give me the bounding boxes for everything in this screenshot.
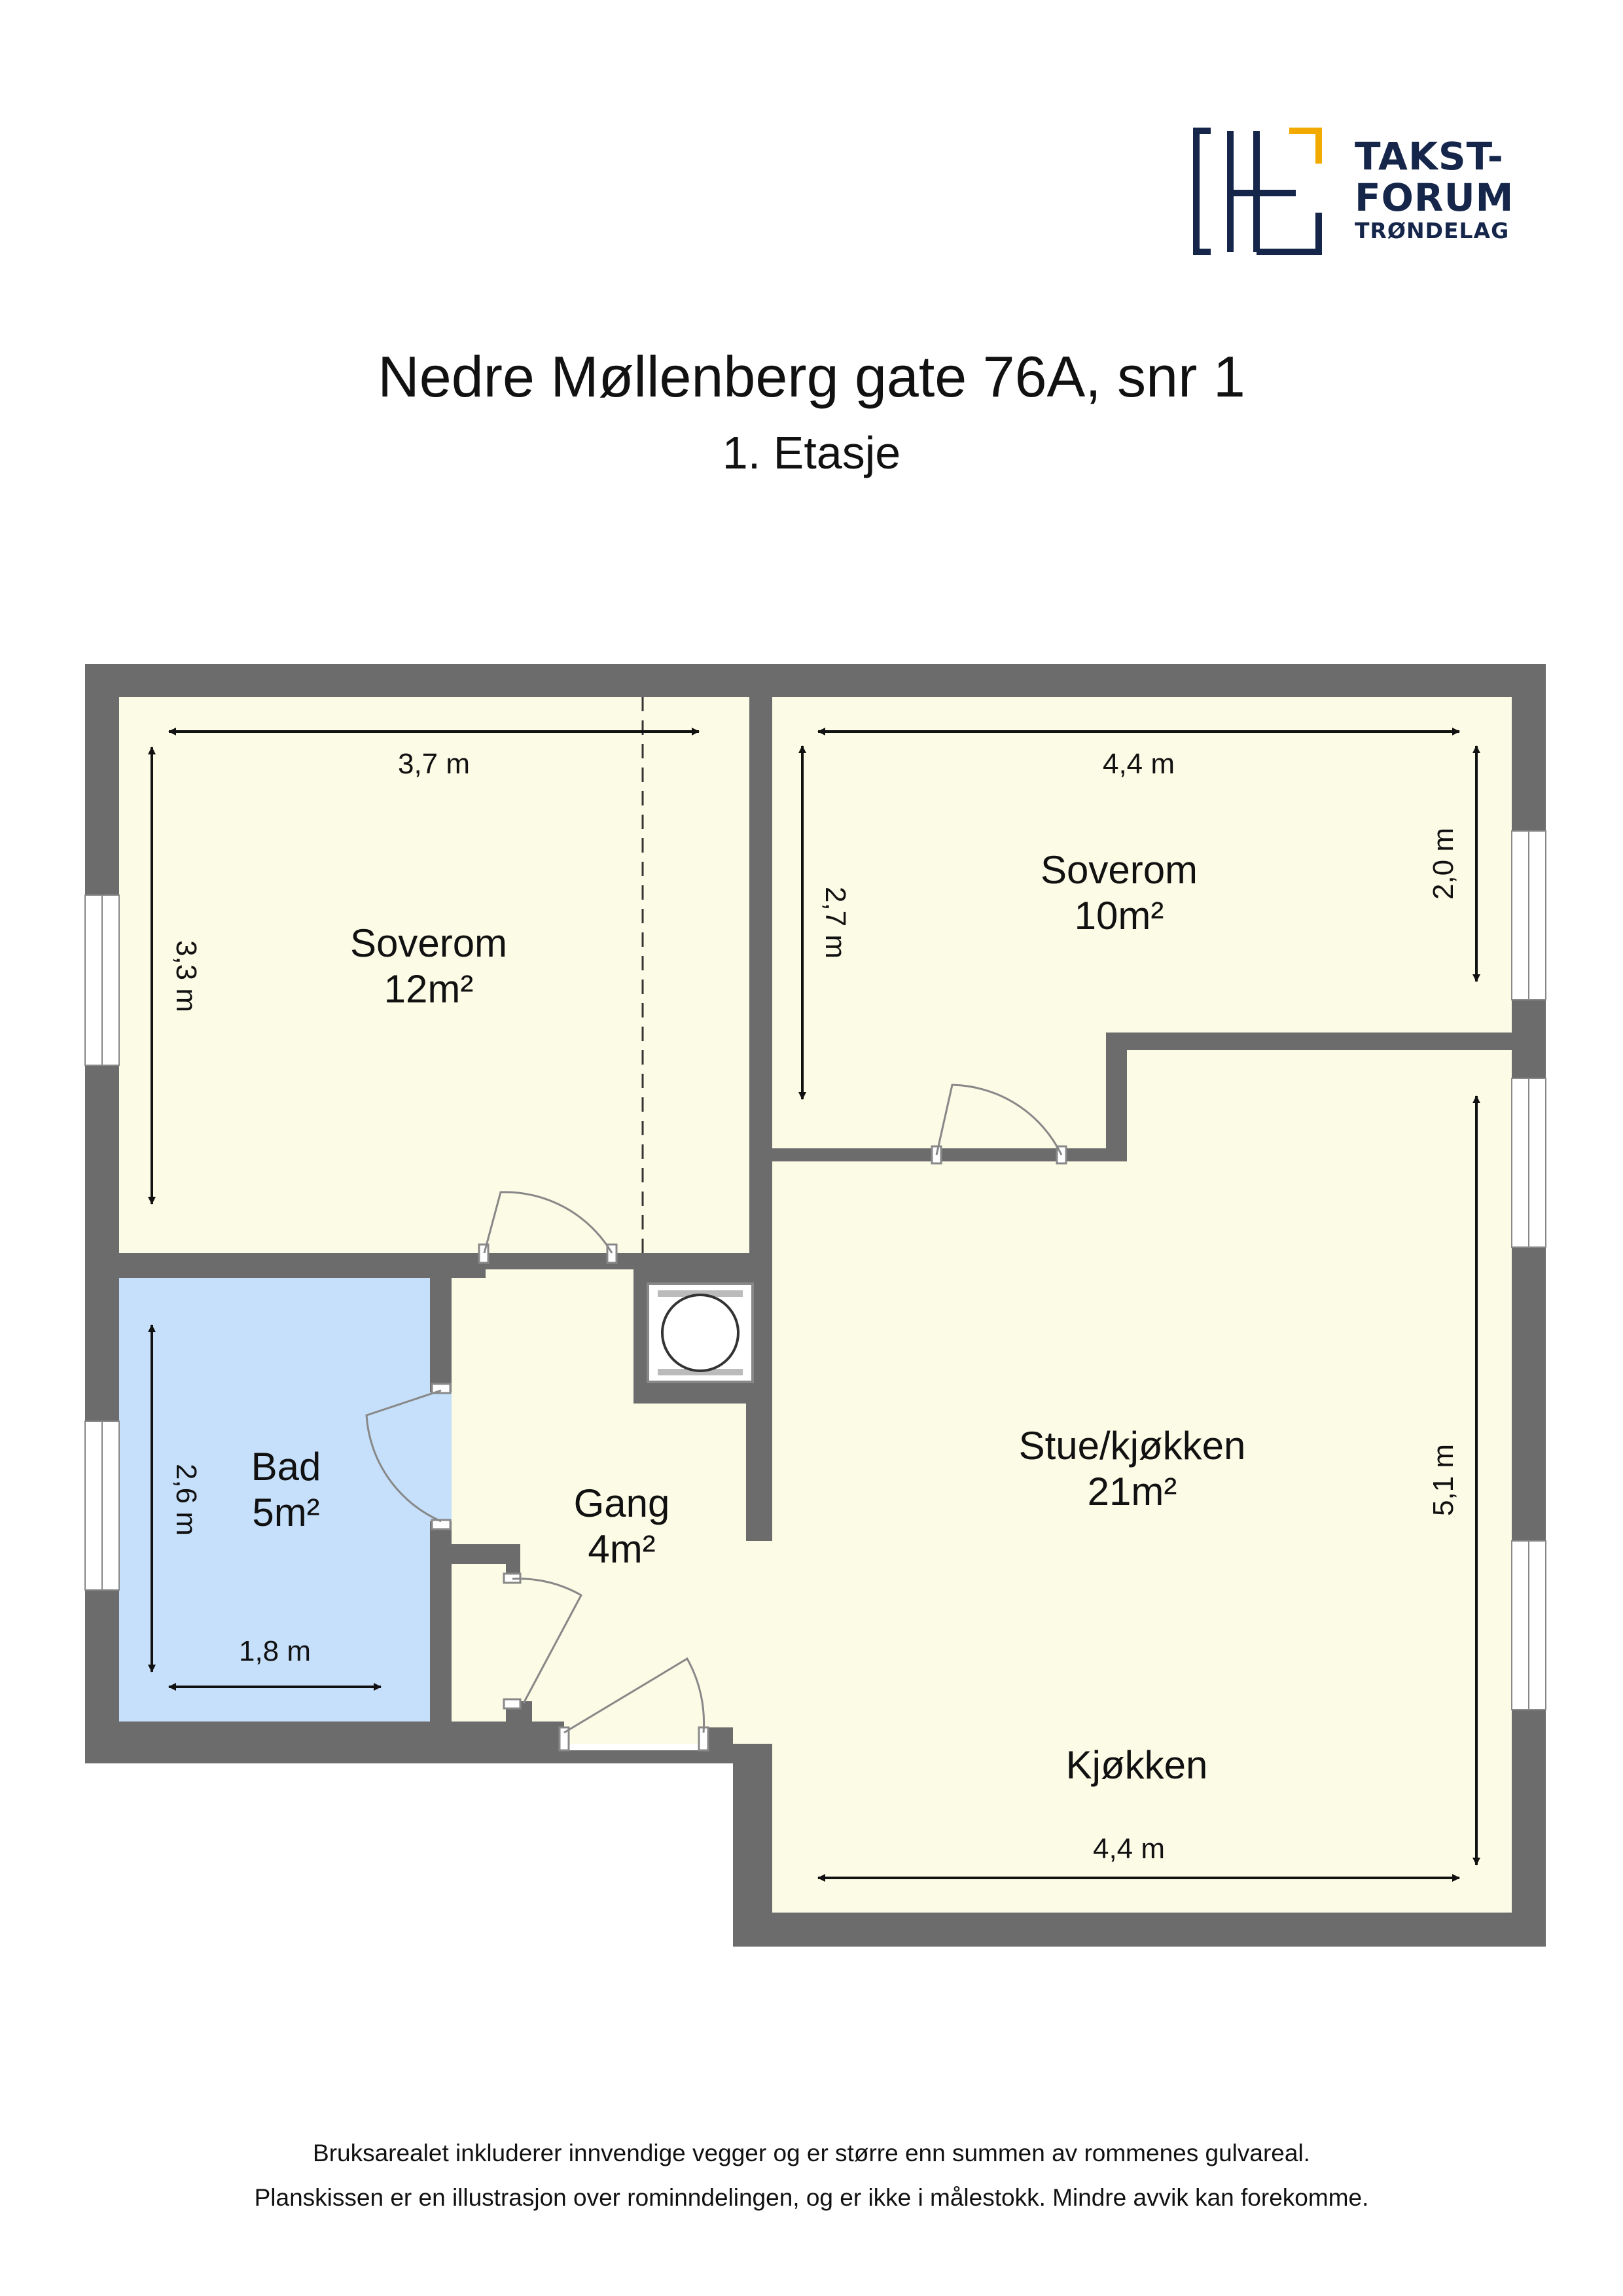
chimney: [647, 1282, 754, 1383]
door-bad: [365, 1389, 442, 1523]
room-name-bad: Bad: [251, 1445, 321, 1489]
dim-bad-width: 1,8 m: [239, 1635, 311, 1667]
room-area-bad: 5m²: [252, 1491, 319, 1534]
logo-text-line2: FORUM: [1355, 175, 1514, 220]
chimney-icon: [661, 1294, 740, 1372]
label-kjokken: Kjøkken: [1066, 1743, 1208, 1787]
room-area-stue: 21m²: [1088, 1470, 1177, 1513]
room-name-soverom-2: Soverom: [1041, 848, 1198, 892]
floor-soverom-1: [119, 697, 749, 1253]
door-closet: [512, 1578, 583, 1704]
dimension-labels: 3,7 m 3,3 m 4,4 m 2,7 m 2,0 m 2,6 m 1,8 …: [170, 748, 1459, 1865]
doors: [365, 1084, 1067, 1752]
dim-soverom2-height: 2,7 m: [819, 887, 851, 959]
floor-subtitle: 1. Etasje: [722, 427, 901, 478]
door-soverom-2: [935, 1084, 1063, 1156]
dim-soverom2-width: 4,4 m: [1103, 748, 1175, 780]
room-name-gang: Gang: [574, 1481, 670, 1525]
page-title: Nedre Møllenberg gate 76A, snr 1: [378, 344, 1245, 409]
dim-soverom1-width: 3,7 m: [398, 748, 470, 780]
floor-stue-kjokken: [772, 1033, 1512, 1913]
room-floors: [119, 697, 1512, 1913]
entrance-opening: [564, 1744, 704, 1750]
room-area-soverom-1: 12m²: [384, 967, 474, 1011]
building-logo-icon: [1193, 128, 1322, 255]
room-name-stue: Stue/kjøkken: [1019, 1424, 1246, 1468]
logo-text-line3: TRØNDELAG: [1355, 218, 1510, 243]
windows: [84, 830, 1546, 1710]
room-labels: Soverom 12m² Soverom 10m² Bad 5m² Gang 4…: [251, 848, 1246, 1787]
dim-stue-height: 5,1 m: [1427, 1444, 1459, 1516]
room-name-soverom-1: Soverom: [350, 921, 507, 965]
dim-soverom2-right: 2,0 m: [1427, 828, 1459, 900]
logo-text-line1: TAKST-: [1355, 134, 1504, 179]
floor-bad: [119, 1278, 430, 1722]
footer-note-1: Bruksarealet inkluderer innvendige vegge…: [313, 2140, 1310, 2166]
floor-gang: [452, 1269, 772, 1744]
dimension-lines: [148, 728, 1480, 1882]
bad-doorway: [430, 1392, 452, 1521]
dim-bad-height: 2,6 m: [170, 1464, 202, 1536]
door-soverom-1: [483, 1191, 613, 1254]
room-area-soverom-2: 10m²: [1075, 894, 1164, 938]
room-area-gang: 4m²: [588, 1527, 655, 1571]
footer-note-2: Planskissen er en illustrasjon over romi…: [254, 2184, 1369, 2211]
dim-stue-width: 4,4 m: [1093, 1833, 1165, 1865]
dim-soverom1-height: 3,3 m: [170, 940, 202, 1012]
door-entrance: [563, 1657, 705, 1734]
